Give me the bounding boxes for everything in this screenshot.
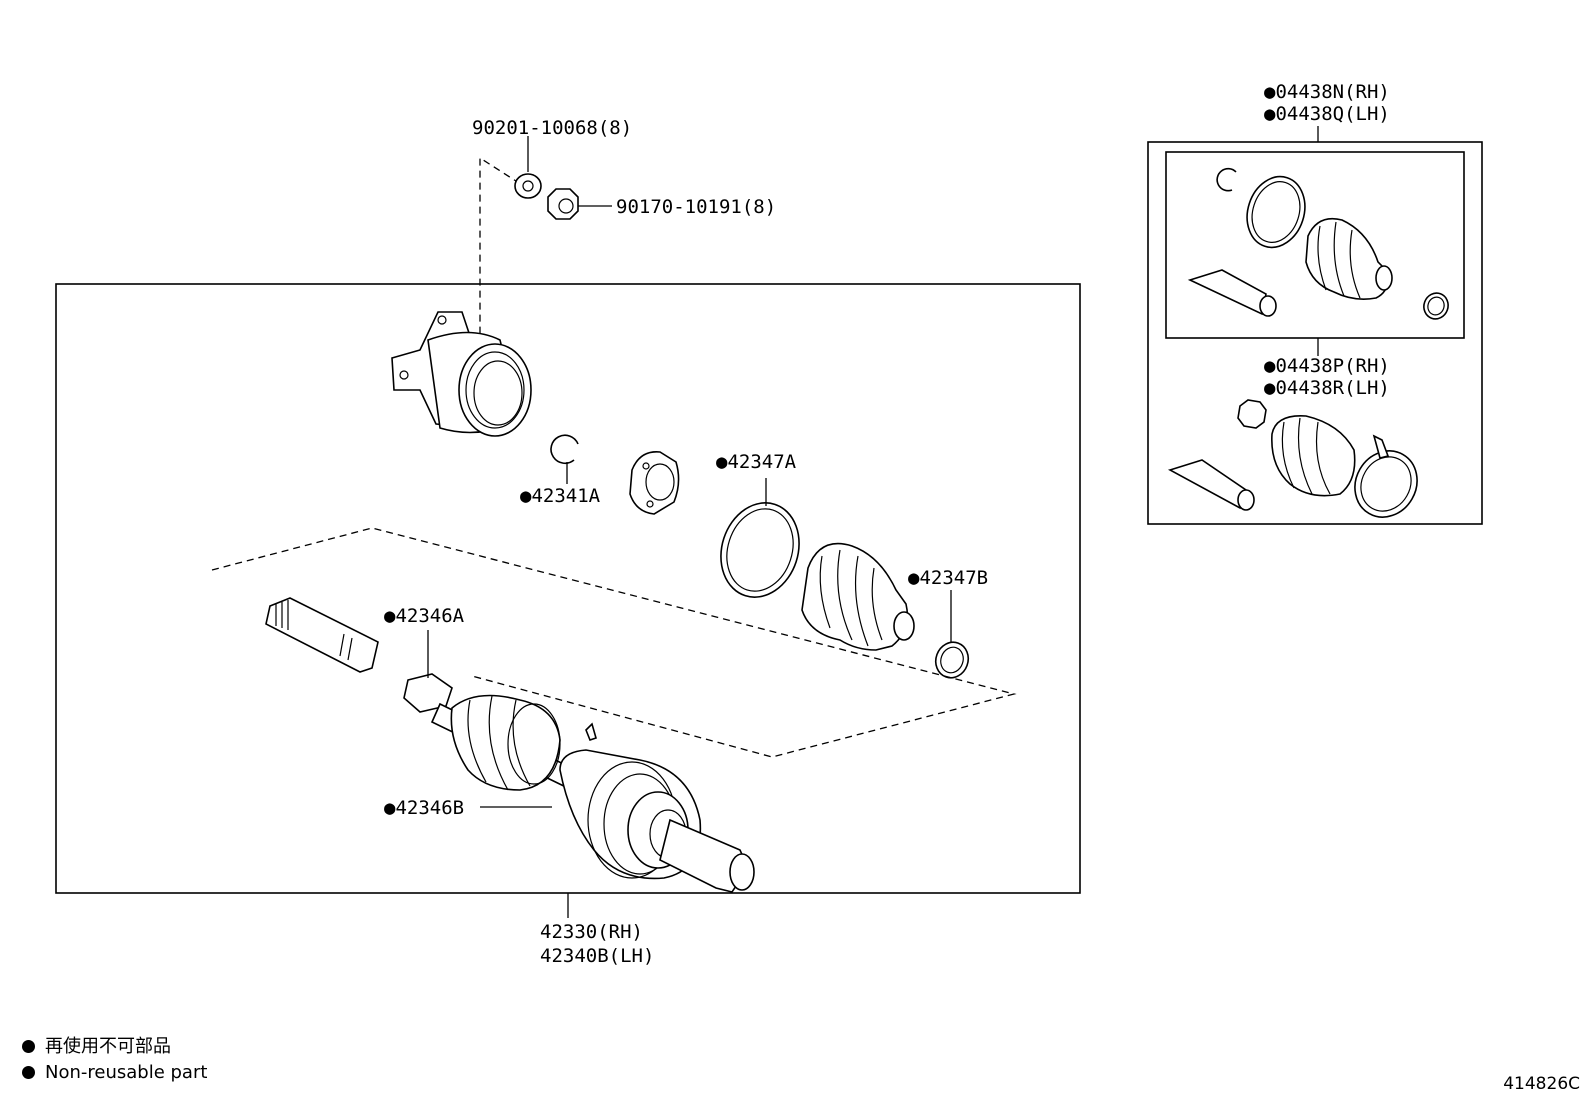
outer-boot-part bbox=[801, 542, 915, 651]
legend-en-text: Non-reusable part bbox=[45, 1062, 208, 1083]
label-bolt: 90201-10068(8) bbox=[472, 117, 632, 139]
kit-inner-frame bbox=[1165, 151, 1465, 339]
label-boot-clamp-a: ●42347A bbox=[716, 451, 797, 473]
snap-ring-part bbox=[550, 434, 579, 465]
legend-jp-text: 再使用不可部品 bbox=[45, 1036, 171, 1057]
label-snap-ring: ●42341A bbox=[520, 485, 601, 507]
label-kit-q-lh: ●04438Q(LH) bbox=[1264, 103, 1390, 125]
nut-part bbox=[547, 188, 579, 220]
label-clamp-46a: ●42346A bbox=[384, 605, 465, 627]
kit-lower-grease-tube-part bbox=[1167, 459, 1255, 511]
label-shaft-lh: 42340B(LH) bbox=[540, 945, 654, 967]
non-reusable-dot-icon bbox=[22, 1066, 35, 1079]
boot-clamp-b-part bbox=[934, 641, 970, 679]
kit-upper-boot-part bbox=[1305, 217, 1393, 300]
inner-shaft-part bbox=[265, 597, 379, 673]
kit-lower-nut-part bbox=[1237, 399, 1267, 429]
outer-housing-part bbox=[391, 311, 532, 437]
kit-lower-clamp-part bbox=[1354, 434, 1418, 518]
label-boot-clamp-b: ●42347B bbox=[908, 567, 988, 589]
label-kit-n-rh: ●04438N(RH) bbox=[1264, 81, 1390, 103]
label-kit-r-lh: ●04438R(LH) bbox=[1264, 377, 1390, 399]
bolt-part bbox=[514, 173, 542, 199]
kit-upper-snap-ring-part bbox=[1216, 167, 1237, 192]
kit-upper-small-clamp-part bbox=[1423, 292, 1449, 320]
label-kit-p-rh: ●04438P(RH) bbox=[1264, 355, 1390, 377]
label-nut: 90170-10191(8) bbox=[616, 196, 776, 218]
legend-jp: 再使用不可部品 bbox=[22, 1036, 171, 1058]
reference-code: 414826C bbox=[1503, 1074, 1580, 1094]
label-shaft-rh: 42330(RH) bbox=[540, 921, 643, 943]
kit-upper-grease-tube-part bbox=[1187, 269, 1277, 317]
kit-lower-boot-part bbox=[1271, 415, 1356, 497]
subassembly-dashed-outline bbox=[211, 527, 1017, 758]
label-boot-46b: ●42346B bbox=[384, 797, 464, 819]
inner-race-part bbox=[629, 451, 680, 515]
boot-clamp-a-part bbox=[720, 502, 800, 598]
non-reusable-dot-icon bbox=[22, 1040, 35, 1053]
clamp-46a-part bbox=[403, 673, 453, 713]
kit-upper-clamp-part bbox=[1246, 175, 1306, 249]
kit-outer-frame bbox=[1147, 141, 1483, 525]
drive-shaft-assembly-part bbox=[430, 694, 755, 893]
legend-en: Non-reusable part bbox=[22, 1062, 207, 1084]
